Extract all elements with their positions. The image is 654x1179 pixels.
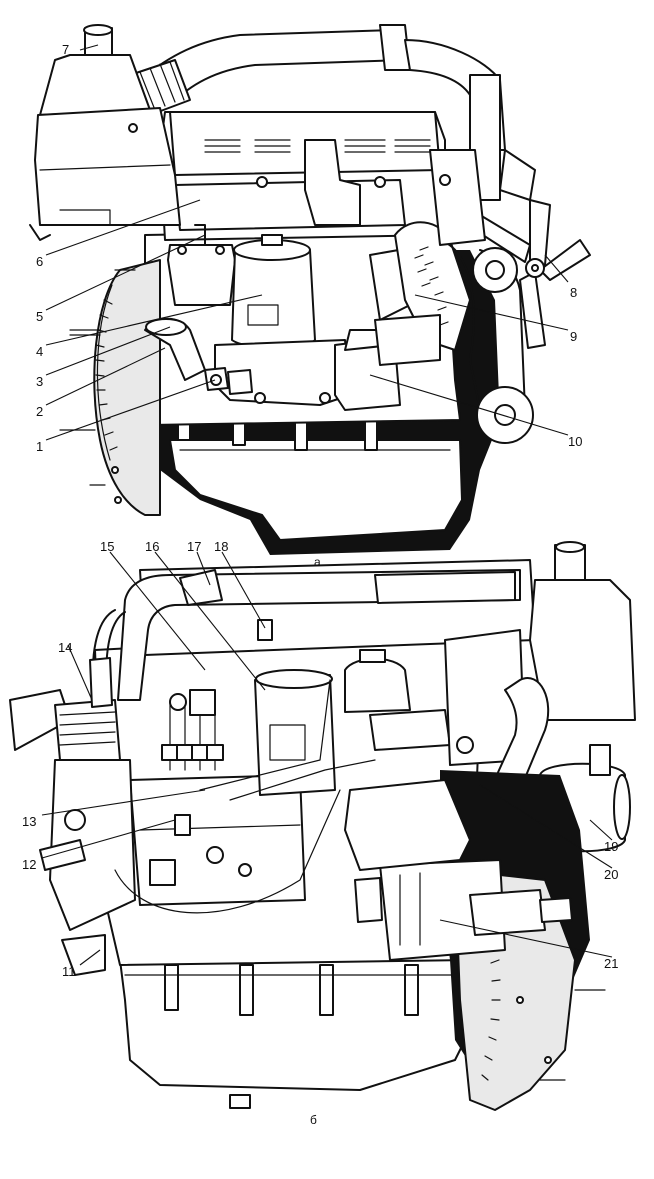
callout-13: 13 (22, 814, 36, 829)
view-a-flywheel (93, 259, 161, 516)
view-b-air-cleaner (529, 541, 636, 721)
callout-18: 18 (214, 539, 228, 554)
view-a-fan-belt (439, 239, 534, 444)
callout-14: 14 (58, 640, 72, 655)
view-a-generator (369, 221, 471, 366)
callout-12: 12 (22, 857, 36, 872)
view-a-manifold-elbow (304, 139, 361, 226)
view-a-caption: а (314, 555, 321, 569)
view-b-oil-filter (344, 649, 451, 751)
callout-8: 8 (570, 285, 577, 300)
callout-6: 6 (36, 254, 43, 269)
callout-7: 7 (62, 42, 69, 57)
callout-11: 11 (62, 964, 76, 979)
callout-5: 5 (36, 309, 43, 324)
callout-1: 1 (36, 439, 43, 454)
callout-15: 15 (100, 539, 114, 554)
view-b-engine (9, 541, 636, 1111)
view-a-studs (59, 269, 136, 486)
view-a-fan (474, 149, 591, 349)
callout-19: 19 (604, 839, 618, 854)
callout-20: 20 (604, 867, 618, 882)
view-b-caption: б (310, 1113, 317, 1127)
view-a-fuel-filter (167, 224, 236, 306)
callout-16: 16 (145, 539, 159, 554)
callout-17: 17 (187, 539, 201, 554)
callout-4: 4 (36, 344, 43, 359)
callout-9: 9 (570, 329, 577, 344)
view-a-oil-filter (231, 234, 316, 349)
view-a-air-cleaner (29, 24, 181, 241)
view-b-injection-pump (129, 774, 306, 906)
leader-lines (41, 44, 613, 966)
callout-2: 2 (36, 404, 43, 419)
view-b-clutch-housing (354, 859, 573, 961)
callout-10: 10 (568, 434, 582, 449)
view-b-pan-ribs (164, 964, 419, 1016)
callout-labels: 1 2 3 4 5 6 7 8 9 10 11 12 13 14 15 16 1… (22, 42, 618, 979)
view-a-cover-vents (204, 139, 431, 153)
view-b-fuel-filter (254, 669, 336, 796)
view-a-water-pump (429, 149, 486, 246)
view-a-engine (29, 24, 591, 555)
view-a-intake-manifold (174, 179, 406, 231)
callout-21: 21 (604, 956, 618, 971)
view-b-fan (9, 657, 136, 976)
callout-3: 3 (36, 374, 43, 389)
view-b-top-pipe (117, 569, 521, 701)
view-b-front-cover (344, 779, 471, 871)
view-a-oil-pan (169, 439, 463, 541)
